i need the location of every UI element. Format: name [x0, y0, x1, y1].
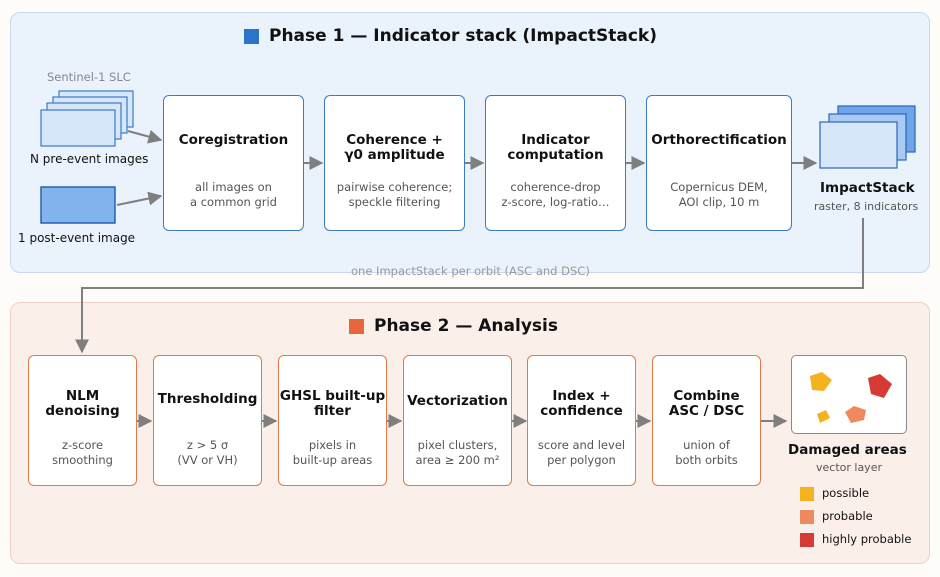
p1-step-desc: pairwise coherence;speckle filtering: [336, 180, 453, 209]
sentinel-source-label: Sentinel-1 SLC: [47, 70, 131, 84]
post-event-image-label: 1 post-event image: [18, 231, 136, 245]
arrow-post-to-coreg: [116, 191, 163, 206]
damaged-areas-title: Damaged areas: [788, 442, 907, 458]
impactstack-subtitle: raster, 8 indicators: [814, 200, 919, 213]
legend-label-possible: possible: [822, 486, 870, 500]
p1-step-title: Coherence +γ0 amplitude: [344, 132, 445, 163]
connector-stack-to-phase2: [75, 218, 864, 354]
impactstack-layers-icon: [819, 105, 916, 169]
arrow-pre-to-coreg: [127, 129, 163, 144]
legend-swatch-probable: [800, 510, 814, 524]
phase1-title: Phase 1 — Indicator stack (ImpactStack): [244, 26, 657, 46]
legend-label-probable: probable: [822, 509, 873, 523]
damaged-areas-map-preview: [791, 355, 907, 434]
p2-step-vectorization: Vectorization pixel clusters,area ≥ 200 …: [403, 355, 512, 486]
legend-swatch-possible: [800, 487, 814, 501]
legend-swatch-highly-probable: [800, 533, 814, 547]
p2-step-desc: pixel clusters,area ≥ 200 m²: [415, 438, 500, 467]
p2-step-desc: z > 5 σ(VV or VH): [177, 438, 238, 467]
impactstack-title: ImpactStack: [820, 180, 915, 196]
p1-step-title: Coregistration: [178, 132, 289, 148]
p2-step-thresholding: Thresholding z > 5 σ(VV or VH): [153, 355, 262, 486]
p1-step-title: Orthorectification: [651, 132, 787, 148]
damaged-areas-subtitle: vector layer: [816, 461, 882, 474]
legend-label-highly-probable: highly probable: [822, 532, 912, 546]
p2-step-title: Thresholding: [157, 391, 258, 407]
p1-step-coherence: Coherence +γ0 amplitude pairwise coheren…: [324, 95, 465, 231]
pre-event-images-label: N pre-event images: [30, 152, 149, 166]
pre-event-images-stack-icon: [40, 90, 134, 147]
p1-step-orthorectification: Orthorectification Copernicus DEM,AOI cl…: [646, 95, 792, 231]
phase2-title-text: Phase 2 — Analysis: [374, 316, 558, 336]
phase1-title-text: Phase 1 — Indicator stack (ImpactStack): [269, 26, 658, 46]
phase1-square-icon: [244, 28, 259, 44]
damage-polygons-icon: [810, 372, 892, 423]
p2-step-title: Index +confidence: [540, 388, 623, 419]
post-event-image-icon: [40, 186, 116, 224]
phase2-title: Phase 2 — Analysis: [349, 316, 558, 336]
orbit-note: one ImpactStack per orbit (ASC and DSC): [351, 264, 590, 278]
p2-step-title: Vectorization: [407, 393, 508, 409]
p1-step-desc: Copernicus DEM,AOI clip, 10 m: [670, 180, 768, 209]
phase2-square-icon: [349, 318, 364, 334]
